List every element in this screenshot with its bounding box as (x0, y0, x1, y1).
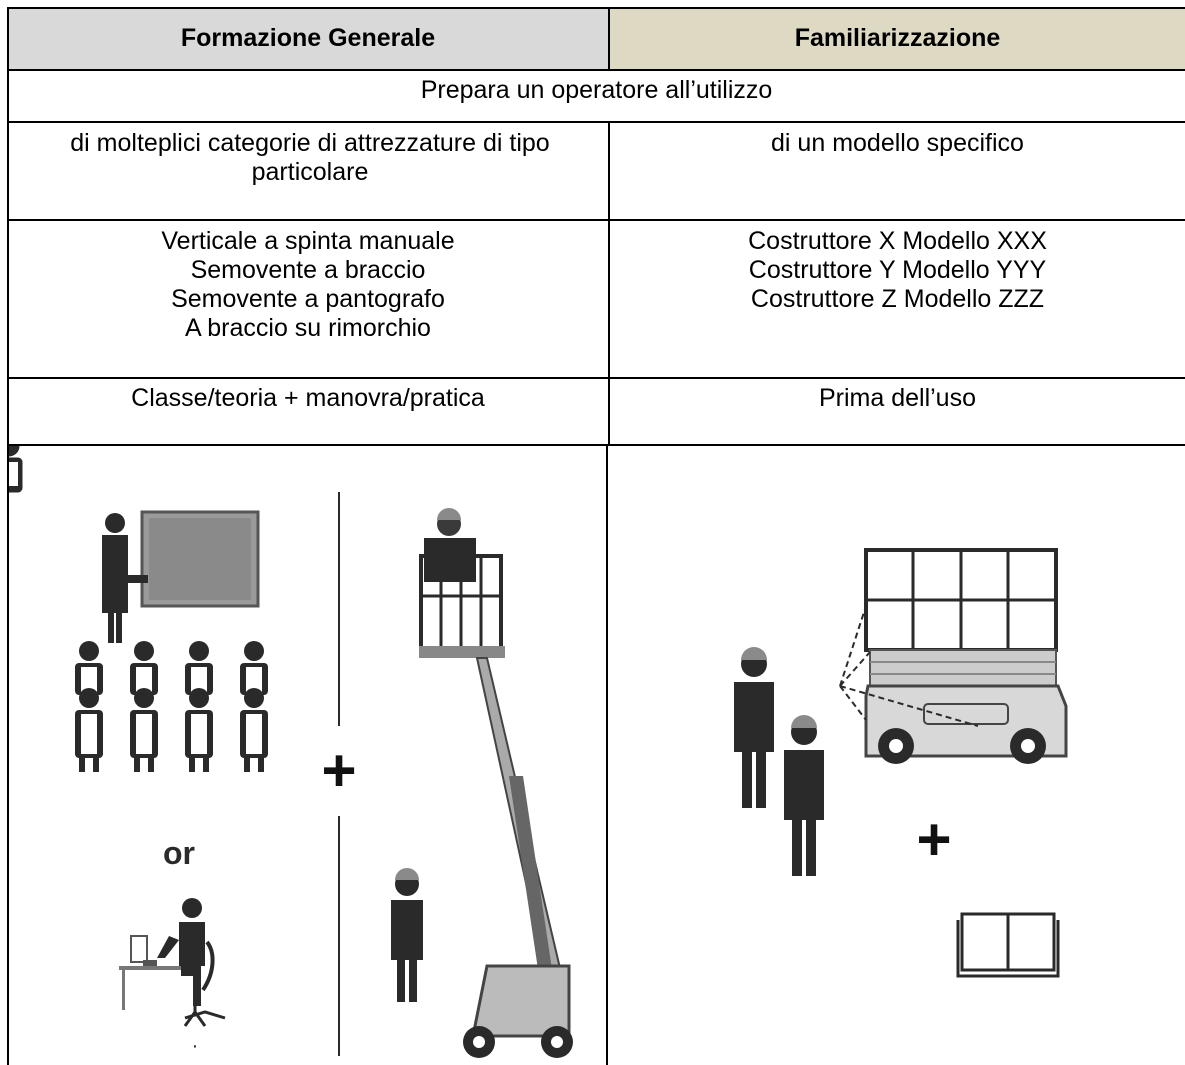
classroom-audience-icon (9, 446, 23, 493)
example-item: Costruttore X Modello XXX (748, 227, 1047, 255)
example-item: Costruttore Y Modello YYY (748, 256, 1047, 284)
header-familiarizzazione: Familiarizzazione (610, 8, 1185, 69)
table-border (608, 7, 610, 71)
instructor-whiteboard-icon (102, 510, 260, 643)
table-border (608, 121, 610, 446)
scope-col1-text: di molteplici categorie di attrezzature … (70, 129, 550, 186)
header-formazione-generale: Formazione Generale (8, 8, 608, 69)
table-border (7, 69, 1185, 71)
table-border (7, 444, 1185, 446)
plus-sign: + (321, 737, 356, 804)
illustration-border (606, 444, 608, 1065)
when-col1-text: Classe/teoria + manovra/pratica (131, 384, 485, 412)
table-border (7, 219, 1185, 221)
example-item: Semovente a pantografo (171, 285, 445, 313)
table-border (7, 7, 9, 446)
table-border (7, 7, 1185, 9)
classroom-audience-icon (75, 641, 268, 772)
plus-sign: + (916, 806, 951, 873)
row-prepares: Prepara un operatore all’utilizzo (8, 71, 1185, 121)
manual-book-icon (956, 912, 1060, 978)
example-item: Costruttore Z Modello ZZZ (750, 285, 1045, 313)
prepares-text: Prepara un operatore all’utilizzo (420, 76, 773, 104)
header-col2-label: Familiarizzazione (794, 24, 1001, 52)
boom-lift-operator-icon (419, 508, 573, 1058)
scope-col2-text: di un modello specifico (771, 129, 1024, 157)
table-border (7, 121, 1185, 123)
worker-icon (391, 868, 423, 1002)
example-item: A braccio su rimorchio (185, 314, 431, 342)
examples-col2-cell: Costruttore X Modello XXX Costruttore Y … (610, 227, 1185, 367)
examples-col1-cell: Verticale a spinta manuale Semovente a b… (8, 227, 608, 367)
scope-col1-cell: di molteplici categorie di attrezzature … (20, 129, 600, 219)
when-col2-cell: Prima dell’uso (610, 384, 1185, 444)
scissor-lift-icon (839, 548, 1068, 764)
when-col1-cell: Classe/teoria + manovra/pratica (8, 384, 608, 444)
computer-learner-icon: · (119, 898, 226, 1057)
example-item: Verticale a spinta manuale (161, 227, 455, 255)
example-item: Semovente a braccio (190, 256, 426, 284)
svg-text:·: · (192, 1035, 199, 1057)
table-border (7, 377, 1185, 379)
header-col1-label: Formazione Generale (180, 24, 436, 52)
familiarization-illustration: + (608, 446, 1185, 1065)
general-training-illustration: or · + (9, 446, 606, 1065)
scope-col2-cell: di un modello specifico (610, 129, 1185, 219)
workers-icon (734, 647, 824, 876)
illustration-border (7, 444, 9, 1065)
when-col2-text: Prima dell’uso (818, 384, 976, 412)
or-label: or (163, 835, 195, 871)
